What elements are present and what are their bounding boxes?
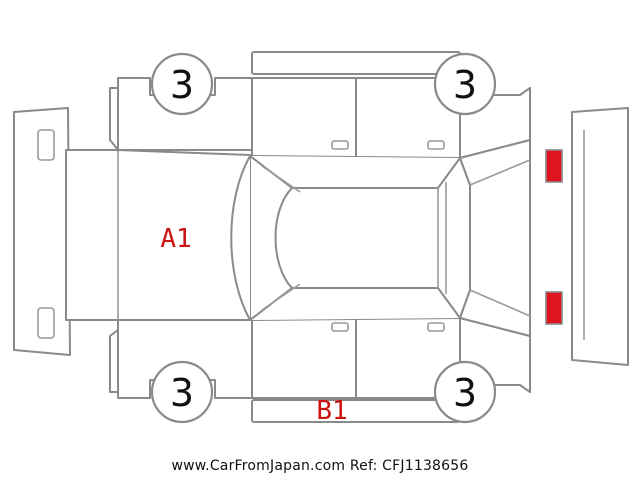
left-side-body	[109, 51, 531, 159]
wheel-front-right: 3	[150, 360, 214, 424]
damage-code-right-side: B1	[316, 396, 347, 426]
right-side-body	[109, 317, 531, 423]
wheel-grade-front-left: 3	[170, 63, 194, 107]
wheel-grade-rear-left: 3	[453, 63, 477, 107]
rear-trunk	[459, 139, 531, 337]
front-bumper	[13, 107, 71, 356]
roof-cabin	[230, 155, 471, 321]
wheel-front-left: 3	[150, 52, 214, 116]
wheel-grade-rear-right: 3	[453, 371, 477, 415]
footer-reference: www.CarFromJapan.com Ref: CFJ1138656	[171, 458, 469, 474]
rear-light-bottom	[545, 291, 563, 325]
hood-panel	[65, 149, 251, 321]
wheel-rear-left: 3	[433, 52, 497, 116]
rear-bumper	[571, 107, 629, 366]
damage-code-hood: A1	[160, 224, 191, 254]
wheel-grade-front-right: 3	[170, 371, 194, 415]
rear-light-top	[545, 149, 563, 183]
wheel-rear-right: 3	[433, 360, 497, 424]
